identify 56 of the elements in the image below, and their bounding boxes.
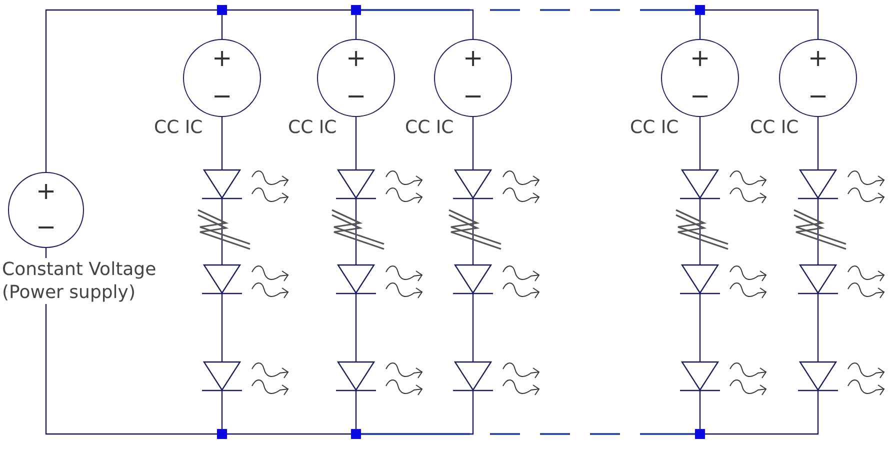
- wire: [355, 294, 357, 362]
- polarity-sign: +: [462, 46, 484, 70]
- wire: [355, 391, 357, 429]
- wire: [699, 294, 701, 362]
- polarity-sign: +: [806, 46, 830, 70]
- led-symbol: [336, 265, 376, 294]
- wire: [355, 199, 357, 265]
- wire: [45, 9, 217, 172]
- wire: [817, 117, 819, 170]
- wire: [355, 15, 357, 39]
- polarity-sign: +: [688, 46, 712, 70]
- wire: [361, 433, 695, 435]
- polarity-sign: +: [344, 46, 368, 70]
- wire: [361, 9, 695, 11]
- wire: [699, 15, 701, 39]
- polarity-sign: −: [806, 84, 830, 108]
- polarity-sign: −: [34, 215, 58, 239]
- wire: [699, 117, 701, 170]
- wire: [817, 294, 819, 362]
- wire: [221, 294, 223, 362]
- led-symbol: [202, 170, 242, 199]
- polarity-sign: +: [210, 46, 234, 70]
- led-symbol: [202, 265, 242, 294]
- wire: [699, 391, 701, 429]
- wire: [472, 294, 474, 362]
- led-symbol: [680, 265, 720, 294]
- led-symbol: [798, 265, 838, 294]
- wire: [221, 199, 223, 265]
- led-symbol: [453, 265, 493, 294]
- wire: [705, 391, 819, 435]
- led-symbol: [453, 170, 493, 199]
- wire: [705, 9, 819, 39]
- wire: [472, 117, 474, 170]
- wire: [221, 391, 223, 429]
- wire: [221, 15, 223, 39]
- wire: [699, 199, 701, 265]
- led-symbol: [798, 362, 838, 391]
- led-symbol: [680, 170, 720, 199]
- led-symbol: [336, 170, 376, 199]
- wire: [227, 9, 351, 11]
- polarity-sign: −: [688, 84, 712, 108]
- wire: [817, 199, 819, 265]
- polarity-sign: −: [344, 84, 368, 108]
- polarity-sign: +: [34, 179, 58, 203]
- led-symbol: [453, 362, 493, 391]
- source-symbol: [8, 172, 84, 248]
- led-symbol: [798, 170, 838, 199]
- wire: [221, 117, 223, 170]
- led-symbol: [336, 362, 376, 391]
- polarity-sign: −: [462, 84, 484, 108]
- wire: [227, 433, 351, 435]
- led-symbol: [202, 362, 242, 391]
- led-symbol: [680, 362, 720, 391]
- wire: [355, 117, 357, 170]
- polarity-sign: −: [210, 84, 234, 108]
- wire: [472, 199, 474, 265]
